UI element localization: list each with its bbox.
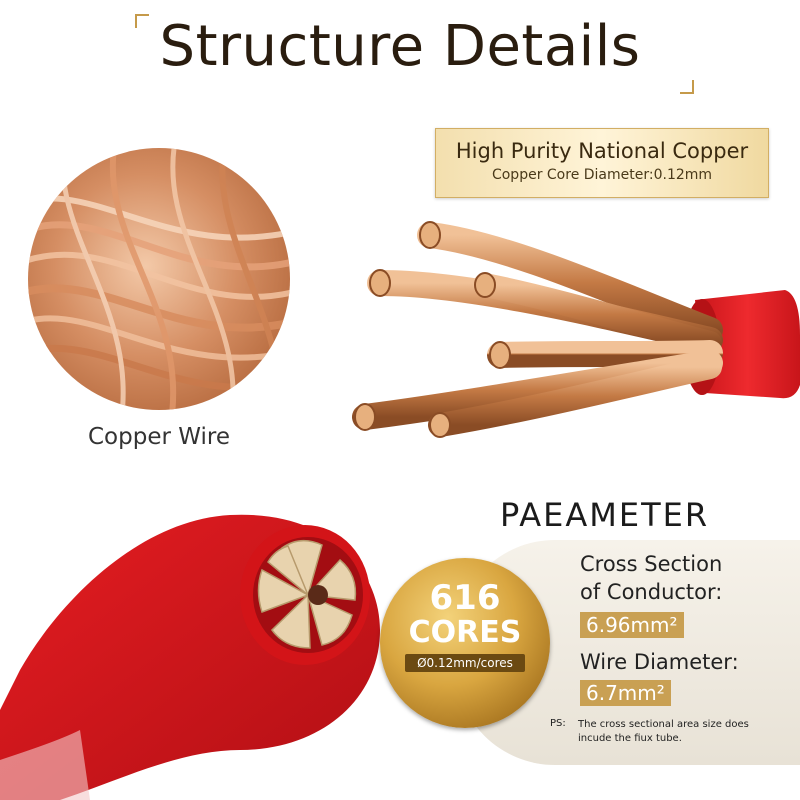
cores-count: 616: [429, 578, 501, 618]
cross-section-label-line1: Cross Section: [580, 552, 723, 576]
copper-wire-label: Copper Wire: [88, 424, 230, 450]
wire-diameter-label: Wire Diameter:: [580, 650, 739, 674]
stripped-cable-image: [352, 221, 800, 438]
cores-medallion: 616 CORES Ø0.12mm/cores: [380, 558, 550, 728]
parameter-heading: PAEAMETER: [500, 496, 710, 534]
title-corner-bottom-right: [680, 80, 694, 94]
cores-unit: CORES: [408, 615, 522, 650]
badge-title: High Purity National Copper: [455, 139, 749, 163]
wire-diameter-value: 6.7mm²: [580, 680, 671, 706]
cable-cross-section-image: [0, 514, 380, 800]
ps-note: The cross sectional area size does incud…: [578, 719, 749, 744]
copper-badge: High Purity National Copper Copper Core …: [435, 128, 769, 198]
copper-wire-closeup-image: [28, 148, 290, 410]
page-title: Structure Details: [159, 14, 641, 79]
badge-subtitle: Copper Core Diameter:0.12mm: [491, 167, 713, 183]
cross-section-value: 6.96mm²: [580, 612, 684, 638]
cross-section-label-line2: of Conductor:: [580, 580, 723, 604]
title-corner-top-left: [135, 14, 149, 28]
ps-label: PS:: [550, 718, 566, 729]
cores-diameter: Ø0.12mm/cores: [405, 654, 525, 672]
